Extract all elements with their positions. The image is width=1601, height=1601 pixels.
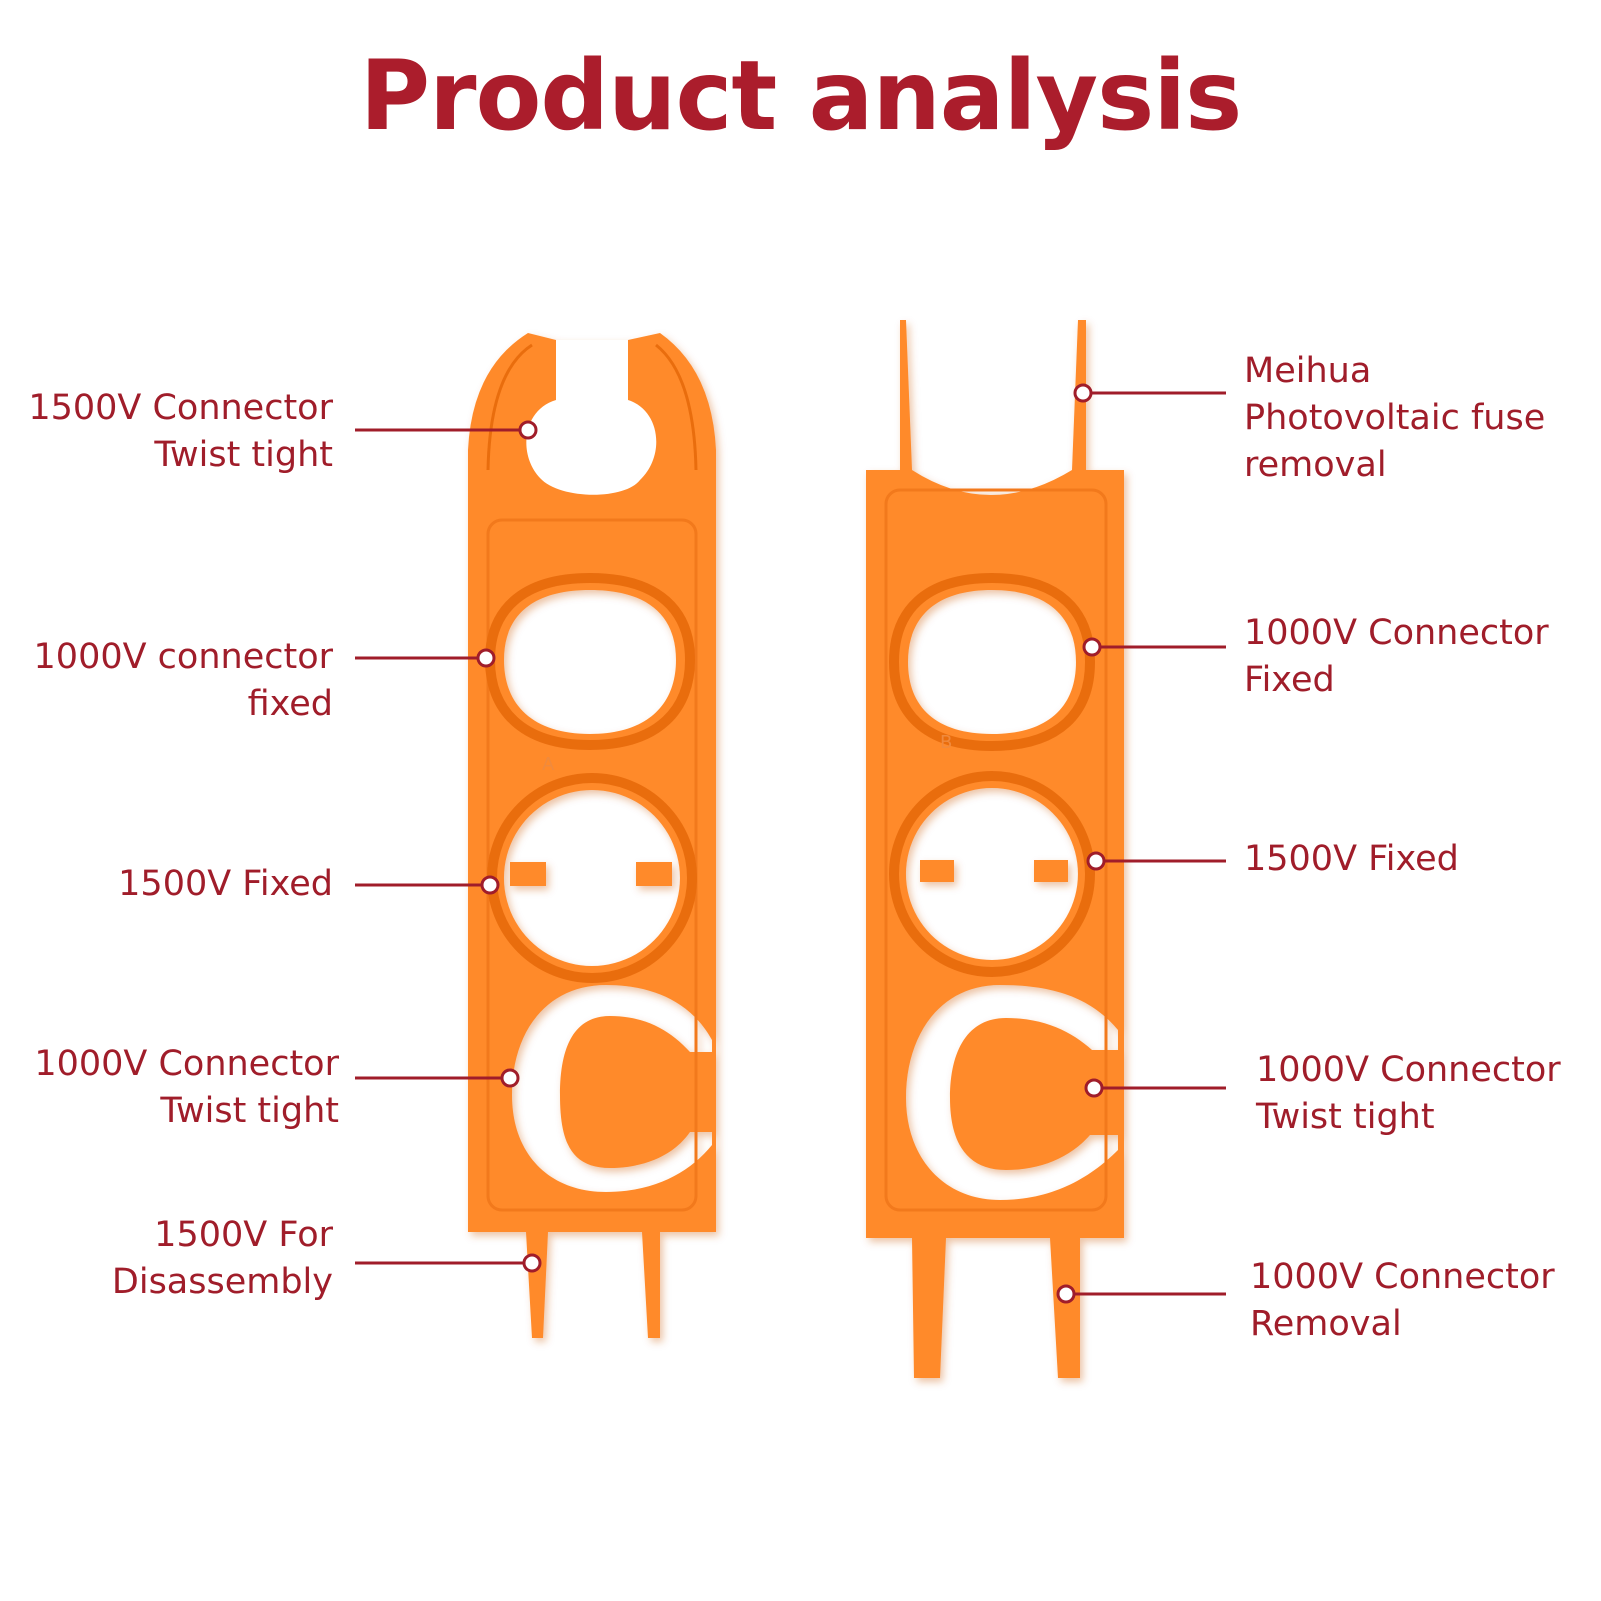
label-right-1000v-fixed: 1000V Connector Fixed bbox=[1244, 613, 1549, 700]
label-left-1000v-fixed: 1000V connector fixed bbox=[33, 637, 333, 724]
label-left-1500v-twist-tight: 1500V Connector Twist tight bbox=[28, 388, 333, 475]
wrench-tool-a: A bbox=[468, 333, 716, 1338]
tool-letter-a: A bbox=[542, 754, 555, 775]
label-right-1000v-removal: 1000V Connector Removal bbox=[1250, 1257, 1555, 1344]
leader-lines bbox=[355, 391, 1226, 1296]
label-left-1000v-twist-tight: 1000V Connector Twist tight bbox=[34, 1044, 339, 1131]
tool-letter-b: B bbox=[940, 732, 952, 753]
label-left-1500v-fixed: 1500V Fixed bbox=[118, 864, 333, 904]
wrench-tool-b: B bbox=[866, 320, 1124, 1378]
label-right-fuse-removal: Meihua Photovoltaic fuse removal bbox=[1244, 351, 1546, 485]
leader-markers bbox=[476, 383, 1106, 1304]
page-title: Product analysis bbox=[359, 40, 1243, 152]
label-right-1500v-fixed: 1500V Fixed bbox=[1244, 839, 1459, 879]
label-left-1500v-disassembly: 1500V For Disassembly bbox=[111, 1215, 333, 1302]
label-right-1000v-twist-tight: 1000V Connector Twist tight bbox=[1256, 1050, 1561, 1137]
